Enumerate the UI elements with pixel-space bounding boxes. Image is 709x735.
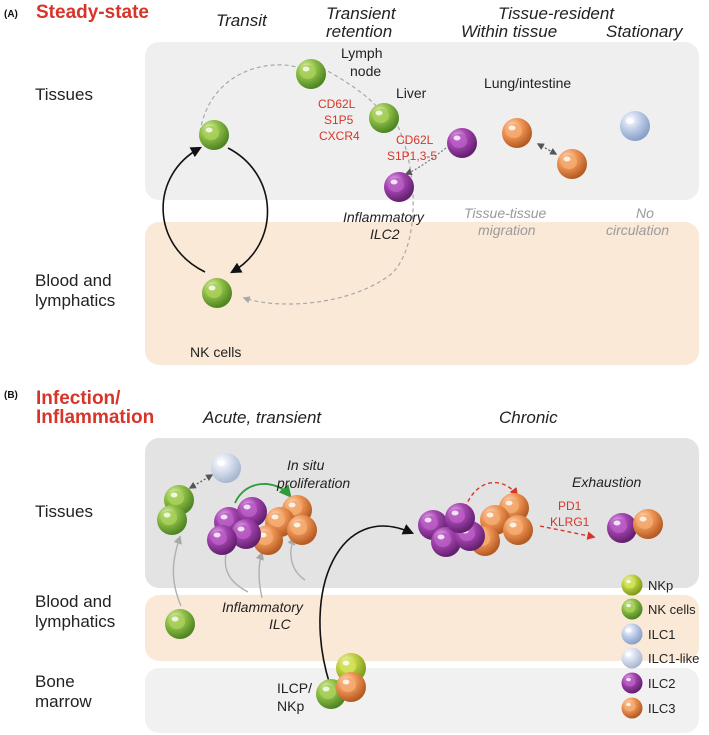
ilc1-like-cell	[211, 453, 241, 483]
lymph-node-label-2: node	[350, 63, 381, 79]
lymph-node-label-1: Lymph	[341, 45, 383, 61]
col-within-tissue: Within tissue	[461, 22, 557, 41]
legend-item-ilc1-like: ILC1-like	[621, 647, 699, 669]
panel-b-title-2: Inflammation	[36, 407, 154, 428]
marker-cd62l-2: CD62L	[396, 133, 434, 147]
marker-klrg1: KLRG1	[550, 515, 590, 529]
ilc3-cell-tissue-b	[557, 149, 587, 179]
panel-a-tissue-band	[145, 42, 699, 200]
marker-cxcr4: CXCR4	[319, 129, 360, 143]
legend: NKp NK cells ILC1 ILC1-like ILC2 ILC3	[621, 574, 699, 719]
nk-cell-lymph-node	[296, 59, 326, 89]
dashed-path-liver	[321, 67, 379, 109]
col-tissue-resident: Tissue-resident	[498, 4, 615, 23]
ilcp-label-1: ILCP/	[277, 680, 312, 696]
svg-text:ILC1-like: ILC1-like	[648, 651, 699, 666]
panel-b-bone-band	[145, 668, 699, 733]
panel-a-letter: (A)	[4, 9, 18, 20]
nk-cell-blood-b	[165, 609, 195, 639]
tissue-tissue-label-2: migration	[478, 222, 536, 238]
panel-b-title-1: Infection/	[36, 388, 121, 409]
col-stationary: Stationary	[606, 22, 684, 41]
legend-item-ilc1: ILC1	[621, 623, 675, 645]
ilc1-like-conversion-arrow	[188, 474, 214, 489]
ilc3-cell-tissue-a	[502, 118, 532, 148]
in-situ-label-2: proliferation	[276, 475, 350, 491]
col-acute: Acute, transient	[202, 408, 322, 427]
ilc1-cell-stationary	[620, 111, 650, 141]
bone-marrow-to-chronic-arrow	[319, 524, 415, 686]
panel-a-blood-band	[145, 222, 699, 365]
ilcp-label-2: NKp	[277, 698, 304, 714]
recruit-arrow-ilc-b	[255, 551, 264, 599]
legend-item-nk-cells: NK cells	[621, 598, 696, 620]
chronic-cycle-arrow	[464, 482, 518, 509]
nk-cell-transit-top	[199, 120, 229, 150]
marker-cd62l-1: CD62L	[318, 97, 356, 111]
lung-intestine-label: Lung/intestine	[484, 75, 571, 91]
no-circulation-label-1: No	[636, 205, 654, 221]
col-chronic: Chronic	[499, 408, 558, 427]
nk-cell-acute-b	[157, 505, 187, 535]
exhausted-ilc2-cell	[607, 513, 637, 543]
tissue-tissue-label-1: Tissue-tissue	[464, 205, 547, 221]
exhausted-ilc3-cell	[633, 509, 663, 539]
panel-a-title: Steady-state	[36, 2, 149, 23]
col-transient-2: retention	[326, 22, 392, 41]
svg-text:NK cells: NK cells	[648, 602, 696, 617]
row-b-blood-2: lymphatics	[35, 612, 115, 631]
row-b-bone-2: marrow	[35, 692, 92, 711]
exhaustion-arrow	[539, 525, 596, 540]
circulation-arrow-up	[162, 146, 206, 273]
marker-s1p1-3-5: S1P1,3-5	[387, 149, 437, 163]
tissue-tissue-arrow	[536, 143, 558, 155]
nk-cells-label: NK cells	[190, 344, 241, 360]
row-b-bone-1: Bone	[35, 672, 75, 691]
progenitor-ilc3-cell	[336, 672, 366, 702]
legend-item-nkp: NKp	[621, 574, 673, 596]
inflammatory-ilc-label-1: Inflammatory	[222, 599, 304, 615]
panel-b-tissue-band	[145, 438, 699, 588]
svg-text:ILC1: ILC1	[648, 627, 675, 642]
ilc2-cell-tissue	[447, 128, 477, 158]
col-transient-1: Transient	[326, 4, 397, 23]
circulation-arrow-down	[227, 147, 269, 274]
legend-item-ilc3: ILC3	[621, 697, 675, 719]
nk-cell-blood	[202, 278, 232, 308]
svg-text:ILC2: ILC2	[648, 676, 675, 691]
dashed-path-lymph-node	[199, 64, 301, 133]
panel-b-blood-band	[145, 595, 699, 661]
row-a-blood-1: Blood and	[35, 271, 112, 290]
row-a-blood-2: lymphatics	[35, 291, 115, 310]
inflammatory-ilc2-label-2: ILC2	[370, 226, 400, 242]
svg-text:NKp: NKp	[648, 578, 673, 593]
inflammatory-ilc-label-2: ILC	[269, 616, 292, 632]
recruit-arrow-nk	[172, 535, 182, 607]
row-a-tissues: Tissues	[35, 85, 93, 104]
svg-text:ILC3: ILC3	[648, 701, 675, 716]
col-transit: Transit	[216, 11, 268, 30]
marker-pd1: PD1	[558, 499, 582, 513]
proliferation-arrow	[234, 483, 292, 504]
row-b-blood-1: Blood and	[35, 592, 112, 611]
ilc2-migration-arrow	[404, 147, 447, 176]
marker-s1p5: S1P5	[324, 113, 354, 127]
no-circulation-label-2: circulation	[606, 222, 669, 238]
ilc2-cell-inflammatory	[384, 172, 414, 202]
legend-item-ilc2: ILC2	[621, 672, 675, 694]
exhaustion-label: Exhaustion	[572, 474, 641, 490]
nk-cell-liver	[369, 103, 399, 133]
row-b-tissues: Tissues	[35, 502, 93, 521]
in-situ-label-1: In situ	[287, 457, 325, 473]
inflammatory-ilc2-label-1: Inflammatory	[343, 209, 425, 225]
panel-b-letter: (B)	[4, 390, 18, 401]
liver-label: Liver	[396, 85, 427, 101]
